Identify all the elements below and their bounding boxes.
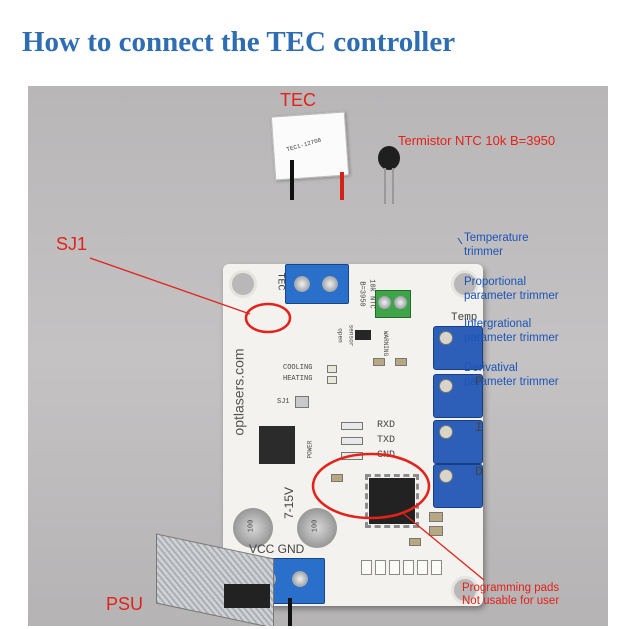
mount-hole-tr bbox=[451, 270, 479, 298]
silk-p: P bbox=[475, 374, 483, 389]
ntc-terminal bbox=[375, 290, 411, 318]
programming-pads-line1: Programming pads bbox=[462, 582, 560, 594]
proportional-trimmer-line2: parameter trimmer bbox=[464, 289, 559, 302]
psu-wire-black bbox=[288, 598, 292, 626]
derivatival-trimmer-label: Derivatival parameter trimmer bbox=[464, 362, 559, 390]
mount-hole-tl bbox=[229, 270, 257, 298]
proportional-trimmer-label: Proportional parameter trimmer bbox=[464, 276, 559, 304]
psu-label: PSU bbox=[106, 594, 144, 614]
temperature-trimmer-label: Temperature trimmer bbox=[464, 232, 529, 260]
pcb-board: TEC B=3950 10k NTC optlasers.com COOLING… bbox=[223, 264, 483, 606]
silk-cooling: COOLING bbox=[283, 364, 313, 372]
derivatival-trimmer-line1: Derivatival bbox=[464, 362, 518, 374]
rxd-pad bbox=[341, 422, 363, 430]
pot-proportional-knob bbox=[439, 379, 453, 393]
prog-pad-2 bbox=[375, 560, 386, 575]
voltage-regulator bbox=[259, 426, 295, 464]
tec-wire-red bbox=[340, 172, 344, 200]
prog-pads-pointer-line bbox=[403, 513, 485, 581]
mount-hole-br bbox=[451, 576, 479, 604]
programming-pads-label: Programming pads Not usable for user bbox=[462, 582, 559, 608]
pot-temperature bbox=[433, 326, 483, 370]
programming-pads-line2: Not usable for user bbox=[462, 595, 560, 608]
annotation-overlay bbox=[89, 237, 485, 581]
sj1-highlight-circle bbox=[244, 302, 292, 334]
integrational-trimmer-label: Intergrational parameter trimmer bbox=[464, 318, 559, 346]
smd-4 bbox=[429, 512, 443, 522]
temperature-trimmer-line1: Temperature bbox=[464, 232, 529, 244]
sj1-pointer-line bbox=[89, 257, 251, 315]
pot-integrational bbox=[433, 420, 483, 464]
silk-i: I bbox=[475, 420, 483, 435]
txd-pad bbox=[341, 437, 363, 445]
thermistor-leg-2 bbox=[392, 168, 394, 204]
temperature-trimmer-line2: trimmer bbox=[464, 245, 503, 258]
tec-screw-1 bbox=[294, 276, 310, 292]
integrational-trimmer-line2: parameter trimmer bbox=[464, 331, 559, 344]
power-screw-gnd bbox=[292, 571, 308, 587]
psu-terminal-block bbox=[224, 584, 270, 608]
derivatival-trimmer-line2: parameter trimmer bbox=[464, 375, 559, 388]
sj1-label: SJ1 bbox=[56, 234, 88, 254]
silk-rxd: RXD bbox=[377, 420, 396, 431]
page-title: How to connect the TEC controller bbox=[22, 26, 456, 58]
heating-led bbox=[327, 376, 337, 384]
smd-2 bbox=[395, 358, 407, 366]
silk-txd: TXD bbox=[377, 435, 396, 446]
silk-heating: HEATING bbox=[283, 375, 313, 383]
pot-integrational-knob bbox=[439, 425, 453, 439]
smd-1 bbox=[373, 358, 385, 366]
pot-proportional bbox=[433, 374, 483, 418]
smd-3 bbox=[331, 474, 343, 482]
smd-6 bbox=[409, 538, 421, 546]
proportional-trimmer-line1: Proportional bbox=[464, 276, 527, 288]
integrational-trimmer-line1: Intergrational bbox=[464, 318, 532, 330]
capacitor-right: 100 bbox=[297, 508, 337, 548]
smd-5 bbox=[429, 526, 443, 536]
ntc-screw-2 bbox=[394, 296, 407, 309]
temp-pointer-line bbox=[457, 237, 463, 245]
prog-pad-5 bbox=[417, 560, 428, 575]
capacitor-left: 100 bbox=[233, 508, 273, 548]
silk-d: D bbox=[475, 464, 483, 479]
tec-wire-black bbox=[290, 160, 294, 200]
tec-screw-2 bbox=[322, 276, 338, 292]
silk-vcc-gnd: VCC GND bbox=[249, 542, 305, 556]
prog-pads-highlight-circle bbox=[311, 452, 431, 520]
board-photo: TEC1-12706 TEC B=3950 10k NTC optlasers.… bbox=[28, 86, 608, 626]
silk-sj1: SJ1 bbox=[277, 398, 290, 406]
thermistor-leg-1 bbox=[384, 168, 386, 204]
prog-pad-6 bbox=[431, 560, 442, 575]
ntc-screw-1 bbox=[378, 296, 391, 309]
thermistor-label: Termistor NTC 10k B=3950 bbox=[398, 133, 556, 148]
transistor bbox=[355, 330, 371, 340]
silk-temp: Temp bbox=[451, 312, 478, 324]
pot-derivatival bbox=[433, 464, 483, 508]
sj1-jumper bbox=[295, 396, 309, 408]
prog-pad-4 bbox=[403, 560, 414, 575]
tec-terminal bbox=[285, 264, 349, 304]
prog-pad-1 bbox=[361, 560, 372, 575]
pot-derivatival-knob bbox=[439, 469, 453, 483]
pot-temperature-knob bbox=[439, 331, 453, 345]
tec-label: TEC bbox=[280, 90, 316, 110]
thermistor bbox=[378, 146, 400, 170]
cooling-led bbox=[327, 365, 337, 373]
prog-pad-3 bbox=[389, 560, 400, 575]
